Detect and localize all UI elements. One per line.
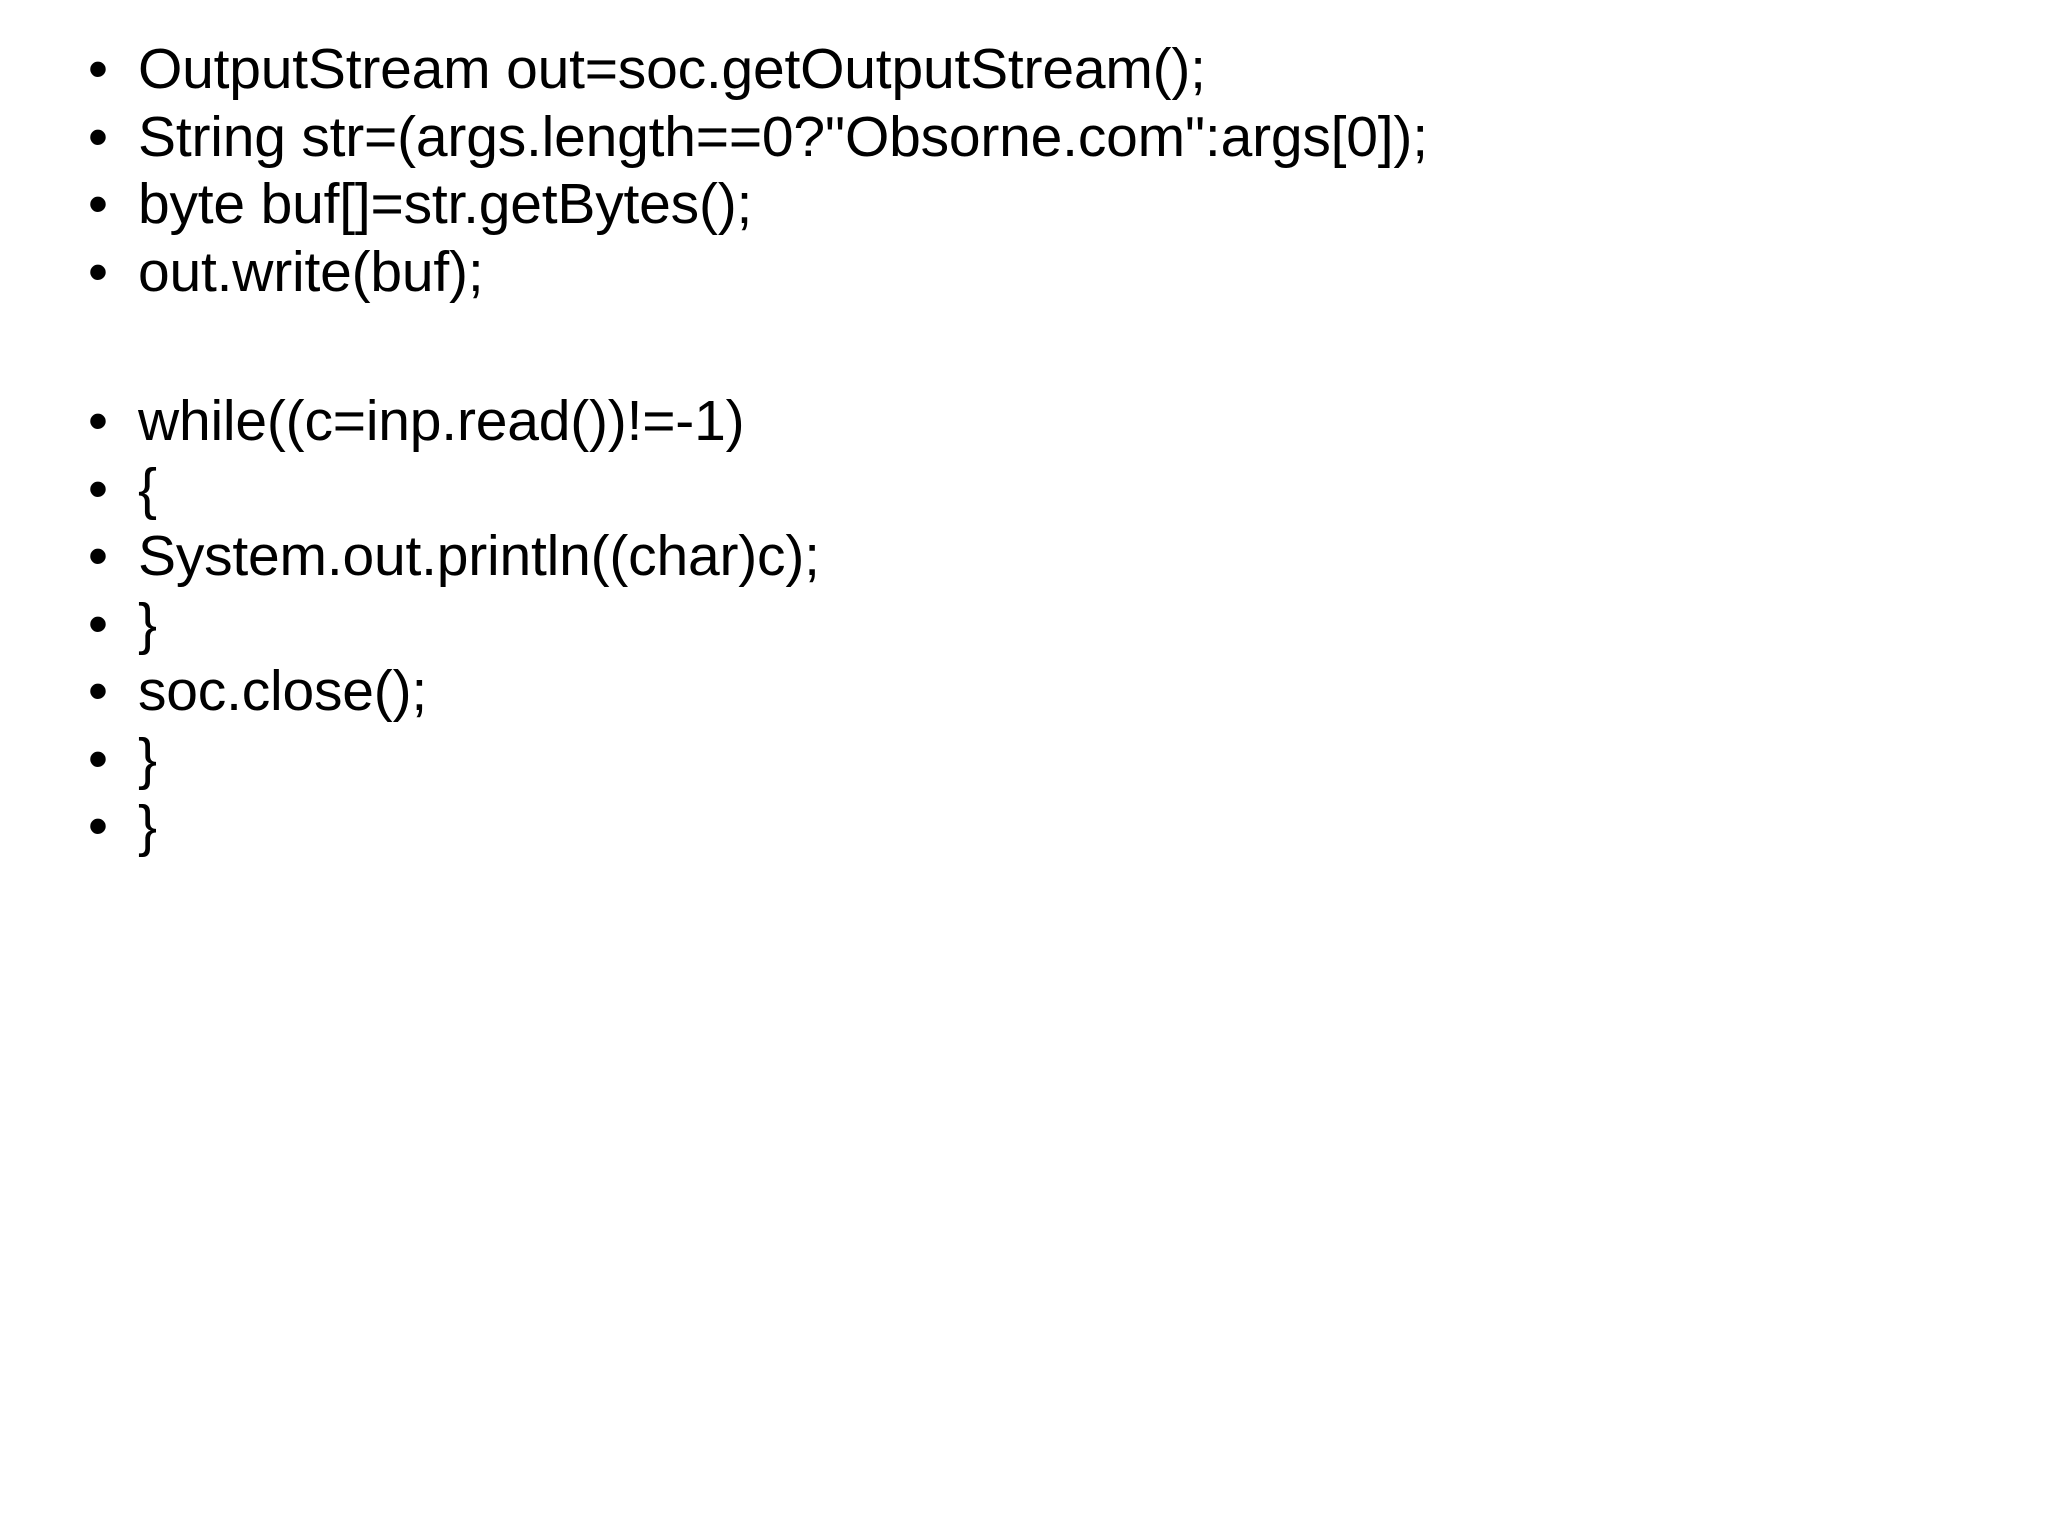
bullet-item: • OutputStream out=soc.getOutputStream(); <box>60 36 1988 104</box>
bullet-item-text: } <box>138 794 157 859</box>
bullet-item-text: while((c=inp.read())!=-1) <box>138 389 745 454</box>
bullet-point-icon: • <box>88 389 108 454</box>
bullet-point-icon: • <box>88 524 108 589</box>
bullet-point-icon: • <box>88 659 108 724</box>
bullet-item-text: System.out.println((char)c); <box>138 524 820 589</box>
content-placeholder: • OutputStream out=soc.getOutputStream();… <box>60 36 1988 861</box>
bullet-item-text: OutputStream out=soc.getOutputStream(); <box>138 37 1206 101</box>
bullet-item: •} <box>60 793 1988 861</box>
bullet-point-icon: • <box>88 104 108 169</box>
bullet-point-icon: • <box>88 591 108 656</box>
bullet-item-text: String str=(args.length==0?"Obsorne.com"… <box>138 104 1428 169</box>
bullet-spacer <box>60 306 1988 388</box>
bullet-item: • while((c=inp.read())!=-1) <box>60 388 1988 456</box>
bullet-item-text: { <box>138 456 157 521</box>
bullet-item-text: byte buf[]=str.getBytes(); <box>138 172 753 237</box>
bullet-item: • byte buf[]=str.getBytes(); <box>60 171 1988 239</box>
bullet-point-icon: • <box>88 172 108 237</box>
bullet-item: • soc.close(); <box>60 658 1988 726</box>
bullet-item-text: } <box>138 726 157 791</box>
bullet-point-icon: • <box>88 37 108 101</box>
bullet-point-icon: • <box>88 239 108 304</box>
bullet-point-icon: • <box>88 726 108 791</box>
bullet-item-text: out.write(buf); <box>138 239 484 304</box>
bullet-item: • System.out.println((char)c); <box>60 523 1988 591</box>
bullet-point-icon: • <box>88 794 108 859</box>
bullet-item-text: } <box>138 591 157 656</box>
bullet-point-icon: • <box>88 456 108 521</box>
bullet-item: • String str=(args.length==0?"Obsorne.com… <box>60 104 1988 172</box>
bullet-item: •} <box>60 726 1988 794</box>
bullet-item: • out.write(buf); <box>60 239 1988 307</box>
bullet-item: •} <box>60 591 1988 659</box>
bullet-item-text: soc.close(); <box>138 659 428 724</box>
code-bullet-list: • OutputStream out=soc.getOutputStream();… <box>60 36 1988 861</box>
bullet-item: •{ <box>60 456 1988 524</box>
